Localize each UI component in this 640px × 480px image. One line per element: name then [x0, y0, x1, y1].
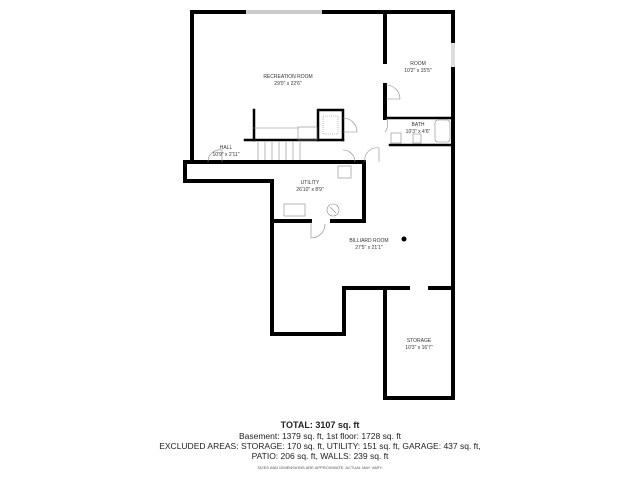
floor-areas: Basement: 1379 sq. ft, 1st floor: 1728 s… [238, 431, 402, 441]
disclaimer: SIZES AND DIMENSIONS ARE APPROXIMATE, AC… [257, 465, 383, 470]
excluded-areas: EXCLUDED AREAS: STORAGE: 170 sq. ft, UTI… [159, 441, 481, 451]
total-area: TOTAL: 3107 sq. ft [280, 420, 360, 430]
post-marker [401, 236, 407, 242]
fixtures [207, 84, 451, 239]
window [451, 43, 455, 67]
window [246, 10, 322, 14]
walls [183, 10, 455, 400]
excluded-areas-cont: PATIO: 206 sq. ft, WALLS: 239 sq. ft [251, 451, 389, 461]
